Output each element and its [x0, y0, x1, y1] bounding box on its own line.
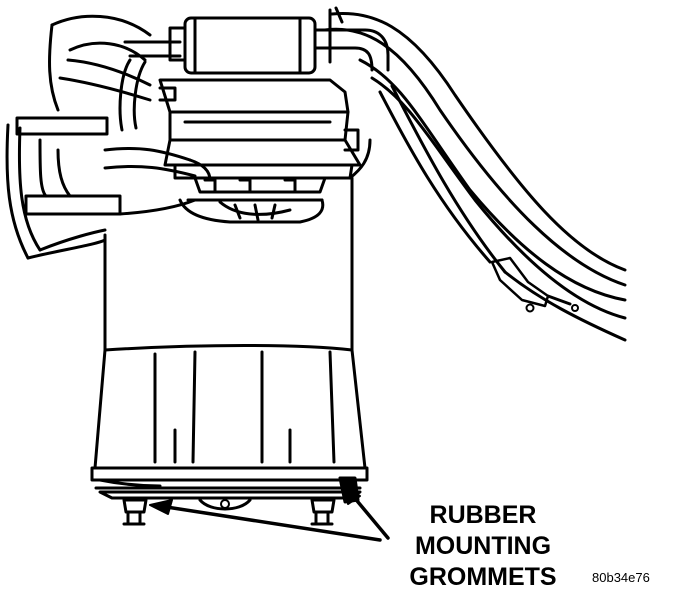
- left-tube-assembly: [5, 14, 212, 260]
- rubber-grommet-right: [310, 498, 336, 526]
- callout-label: RUBBER MOUNTING GROMMETS: [388, 500, 578, 593]
- callout-leader-lines: [149, 483, 390, 542]
- rubber-grommet-left: [122, 498, 148, 526]
- callout-line-1: RUBBER: [429, 501, 537, 529]
- callout-line-3: GROMMETS: [409, 563, 557, 591]
- reservoir-body: [90, 176, 369, 490]
- fuel-lines-and-wiring: [323, 11, 627, 342]
- callout-line-2: MOUNTING: [414, 532, 552, 560]
- reservoir-base: [98, 476, 362, 511]
- figure-id: 80b34e76: [592, 570, 650, 585]
- top-valve-assembly: [118, 6, 390, 180]
- pump-motor: [178, 176, 327, 224]
